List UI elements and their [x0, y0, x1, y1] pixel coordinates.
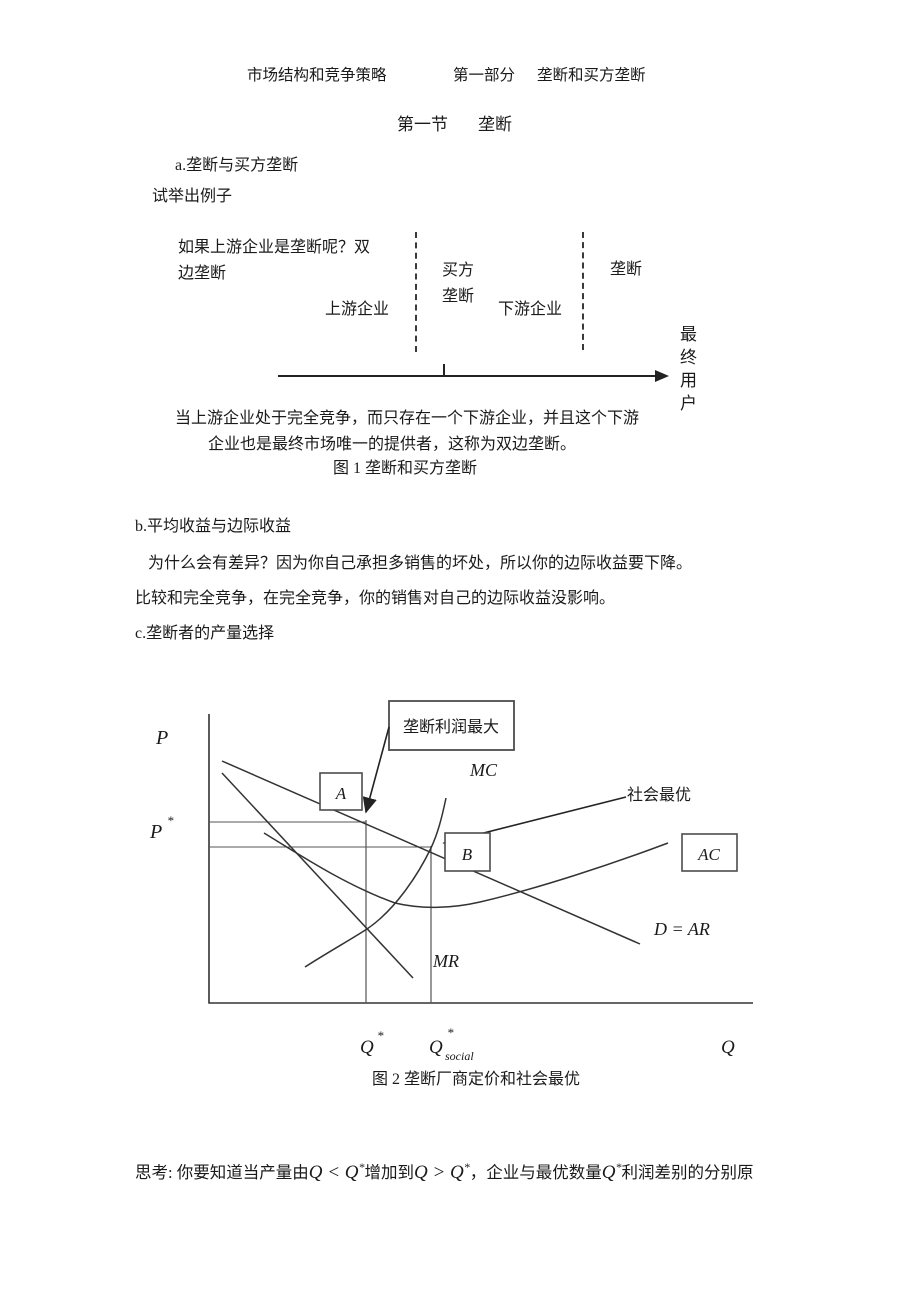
figure2-pstar-base: P: [149, 821, 162, 843]
figure1-monopsony-line1: 买方: [442, 262, 475, 279]
figure1-note-line1: 如果上游企业是垄断呢？双: [178, 239, 371, 256]
figure2-social-optimum-label: 社会最优: [627, 786, 691, 804]
figure1-monopoly-label: 垄断: [610, 261, 643, 278]
figure1-end-user-label: 最终用户: [677, 325, 696, 417]
thought-text-4: 利润差别的分别原: [621, 1163, 754, 1182]
header-right: 第一部分 垄断和买方垄断: [453, 66, 646, 86]
figure2-point-b-label: B: [462, 845, 473, 864]
thought-text-2: 增加到: [364, 1163, 414, 1182]
figure2-callout-label: 垄断利润最大: [403, 718, 499, 736]
header-course: 市场结构和竞争策略: [247, 67, 387, 84]
figure1-paragraph-line1: 当上游企业处于完全竞争，而只存在一个下游企业，并且这个下游: [175, 410, 640, 427]
figure2-qsocial-base: Q: [429, 1037, 443, 1058]
figure2-ac-curve: [263, 832, 669, 909]
section-b-line1: 为什么会有差异？因为你自己承担多销售的坏处，所以你的边际收益要下降。: [148, 555, 693, 572]
thought-text-1: 你要知道当产量由: [172, 1163, 309, 1182]
figure2-chart: 垄断利润最大 社会最优 A B AC MC D = AR MR P P * Q …: [149, 700, 753, 1063]
math-q-lt-qstar-sup: *: [358, 1160, 365, 1174]
thought-label: 思考:: [135, 1163, 173, 1182]
figure2-x-axis-label: Q: [721, 1037, 735, 1058]
figure2-mc-label: MC: [469, 760, 498, 780]
header-part-title: 垄断和买方垄断: [537, 67, 646, 84]
figure2-axes: [208, 714, 753, 1004]
math-q-gt-qstar-sup: *: [463, 1160, 470, 1174]
header-part: 第一部分: [453, 67, 516, 84]
math-qstar-sup: *: [615, 1160, 622, 1174]
figure2-mr-label: MR: [432, 951, 459, 971]
figure2-point-a-label: A: [335, 784, 347, 803]
figure2-ac-box-label: AC: [697, 845, 720, 864]
figure1-paragraph-line2: 企业也是最终市场唯一的提供者，这称为双边垄断。: [208, 436, 577, 453]
figure2-qstar-base: Q: [360, 1037, 374, 1058]
heading-c: c.垄断者的产量选择: [135, 625, 275, 642]
math-qstar: Q: [601, 1162, 616, 1183]
section-title: 第一节 垄断: [397, 114, 512, 136]
figure2-y-axis-label: P: [155, 727, 168, 749]
figure1-downstream-label: 下游企业: [498, 301, 563, 318]
section-title-text: 垄断: [478, 115, 512, 134]
figure2-qsocial-sub: social: [445, 1049, 474, 1063]
figure1-note-line2: 边垄断: [178, 265, 227, 282]
heading-b: b.平均收益与边际收益: [135, 518, 292, 535]
figure1-upstream-label: 上游企业: [325, 301, 390, 318]
figure1-monopsony-line2: 垄断: [442, 288, 475, 305]
thought-line: 思考: 你要知道当产量由Q < Q*增加到Q > Q*，企业与最优数量Q*利润差…: [135, 1160, 753, 1186]
thought-text-3: ，企业与最优数量: [469, 1163, 602, 1182]
figure2-demand-curve: [221, 760, 641, 945]
math-q-lt-qstar: Q < Q: [308, 1162, 359, 1183]
figure1-arrow-tick: [443, 364, 445, 376]
figure1-caption: 图 1 垄断和买方垄断: [333, 460, 478, 477]
figure1-arrow-line: [278, 375, 656, 377]
figure2-qsocial-sup: *: [447, 1025, 454, 1040]
section-title-number: 第一节: [397, 115, 448, 134]
figure2-d-ar-label: D = AR: [653, 919, 710, 939]
figure2-callout-box: [388, 700, 515, 751]
section-a-line: 试举出例子: [152, 188, 233, 205]
math-q-gt-qstar: Q > Q: [413, 1162, 464, 1183]
figure1-arrow-head-icon: [655, 370, 669, 382]
figure2-pstar-sup: *: [167, 813, 174, 828]
figure1-divider-right: [582, 232, 584, 350]
figure2-caption: 图 2 垄断厂商定价和社会最优: [372, 1071, 581, 1088]
figure2-mc-curve: [304, 797, 447, 968]
figure2-callout-arrow: [362, 726, 390, 814]
figure2-mr-curve: [221, 772, 414, 979]
figure2-point-b-box: [444, 832, 491, 872]
figure2-qstar-sup: *: [377, 1028, 384, 1043]
heading-a: a.垄断与买方垄断: [175, 157, 299, 174]
section-b-line2: 比较和完全竞争，在完全竞争，你的销售对自己的边际收益没影响。: [135, 590, 616, 607]
figure1-divider-left: [415, 232, 417, 352]
figure2-point-a-box: [319, 772, 363, 811]
figure2-ac-box: [681, 833, 738, 872]
